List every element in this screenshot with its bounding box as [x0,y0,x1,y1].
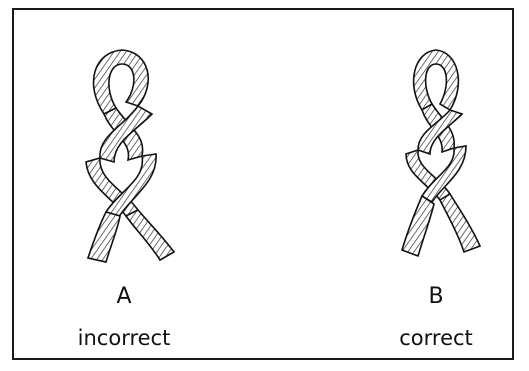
figure-b-letter: B [376,284,496,309]
figure-b-caption: correct [356,326,516,350]
twisted-rope-correct-illustration [376,44,496,264]
figure-frame: A incorrect B correct [12,8,514,360]
twisted-rope-incorrect-illustration [64,44,184,264]
figure-b: B correct [376,44,496,364]
figure-a: A incorrect [64,44,184,364]
figure-a-letter: A [64,284,184,309]
figure-a-caption: incorrect [44,326,204,350]
